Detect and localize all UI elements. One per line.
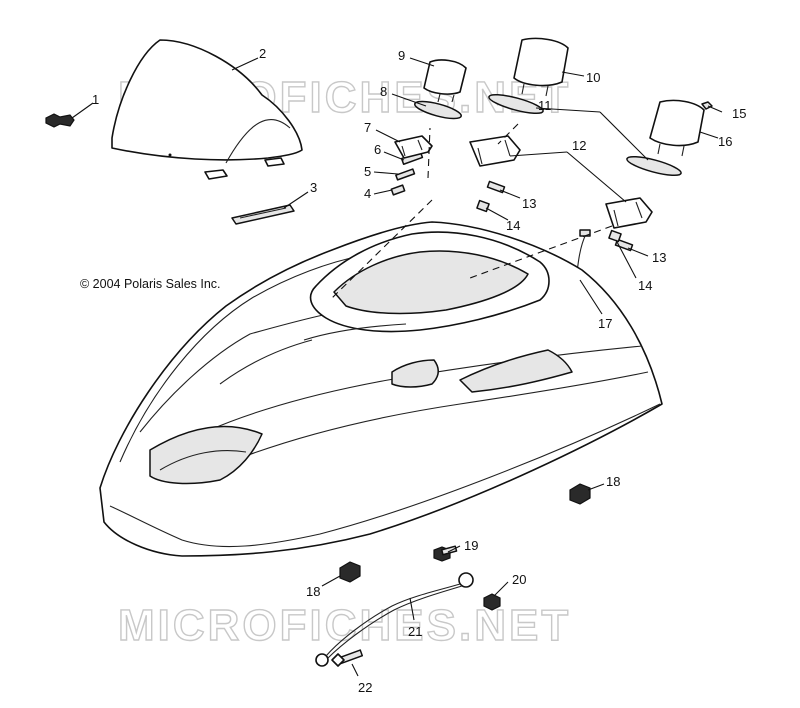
callout-1: 1 [92, 92, 99, 107]
callout-13b: 13 [652, 250, 666, 265]
callout-10: 10 [586, 70, 600, 85]
callout-8: 8 [380, 84, 387, 99]
windshield [111, 39, 303, 180]
callout-5: 5 [364, 164, 371, 179]
bolt [433, 545, 458, 562]
gauge-bracket-right [469, 135, 653, 229]
callout-12: 12 [572, 138, 586, 153]
callout-17: 17 [598, 316, 612, 331]
callout-4: 4 [364, 186, 371, 201]
callout-16: 16 [718, 134, 732, 149]
callout-19: 19 [464, 538, 478, 553]
push-rivet [45, 113, 75, 128]
callout-18b: 18 [306, 584, 320, 599]
clips [339, 483, 591, 583]
callout-18a: 18 [606, 474, 620, 489]
callout-3: 3 [310, 180, 317, 195]
callout-13a: 13 [522, 196, 536, 211]
copyright-notice: © 2004 Polaris Sales Inc. [80, 277, 221, 291]
leader-lines [71, 57, 723, 677]
gauge-right [649, 99, 713, 157]
callout-7: 7 [364, 120, 371, 135]
callout-9: 9 [398, 48, 405, 63]
callout-14a: 14 [506, 218, 520, 233]
callout-2: 2 [259, 46, 266, 61]
nut [483, 593, 501, 611]
gauge-large-top [513, 37, 569, 97]
gauge-bracket-left [394, 135, 433, 159]
gauge-ring-small [414, 100, 462, 120]
callout-6: 6 [374, 142, 381, 157]
callout-15: 15 [732, 106, 746, 121]
callout-14b: 14 [638, 278, 652, 293]
tether-rivet [331, 649, 364, 667]
callout-22: 22 [358, 680, 372, 695]
trim-strip [231, 204, 295, 225]
hood [99, 221, 663, 557]
callout-21: 21 [408, 624, 422, 639]
small-hardware [390, 151, 424, 196]
tether-cable [315, 572, 474, 667]
callouts: 1 2 3 4 5 6 7 8 9 10 11 12 13 13 14 14 1… [92, 46, 746, 695]
gauge-small [423, 59, 467, 103]
callout-11: 11 [538, 98, 552, 113]
gauge-ring-large [488, 93, 682, 177]
callout-20: 20 [512, 572, 526, 587]
